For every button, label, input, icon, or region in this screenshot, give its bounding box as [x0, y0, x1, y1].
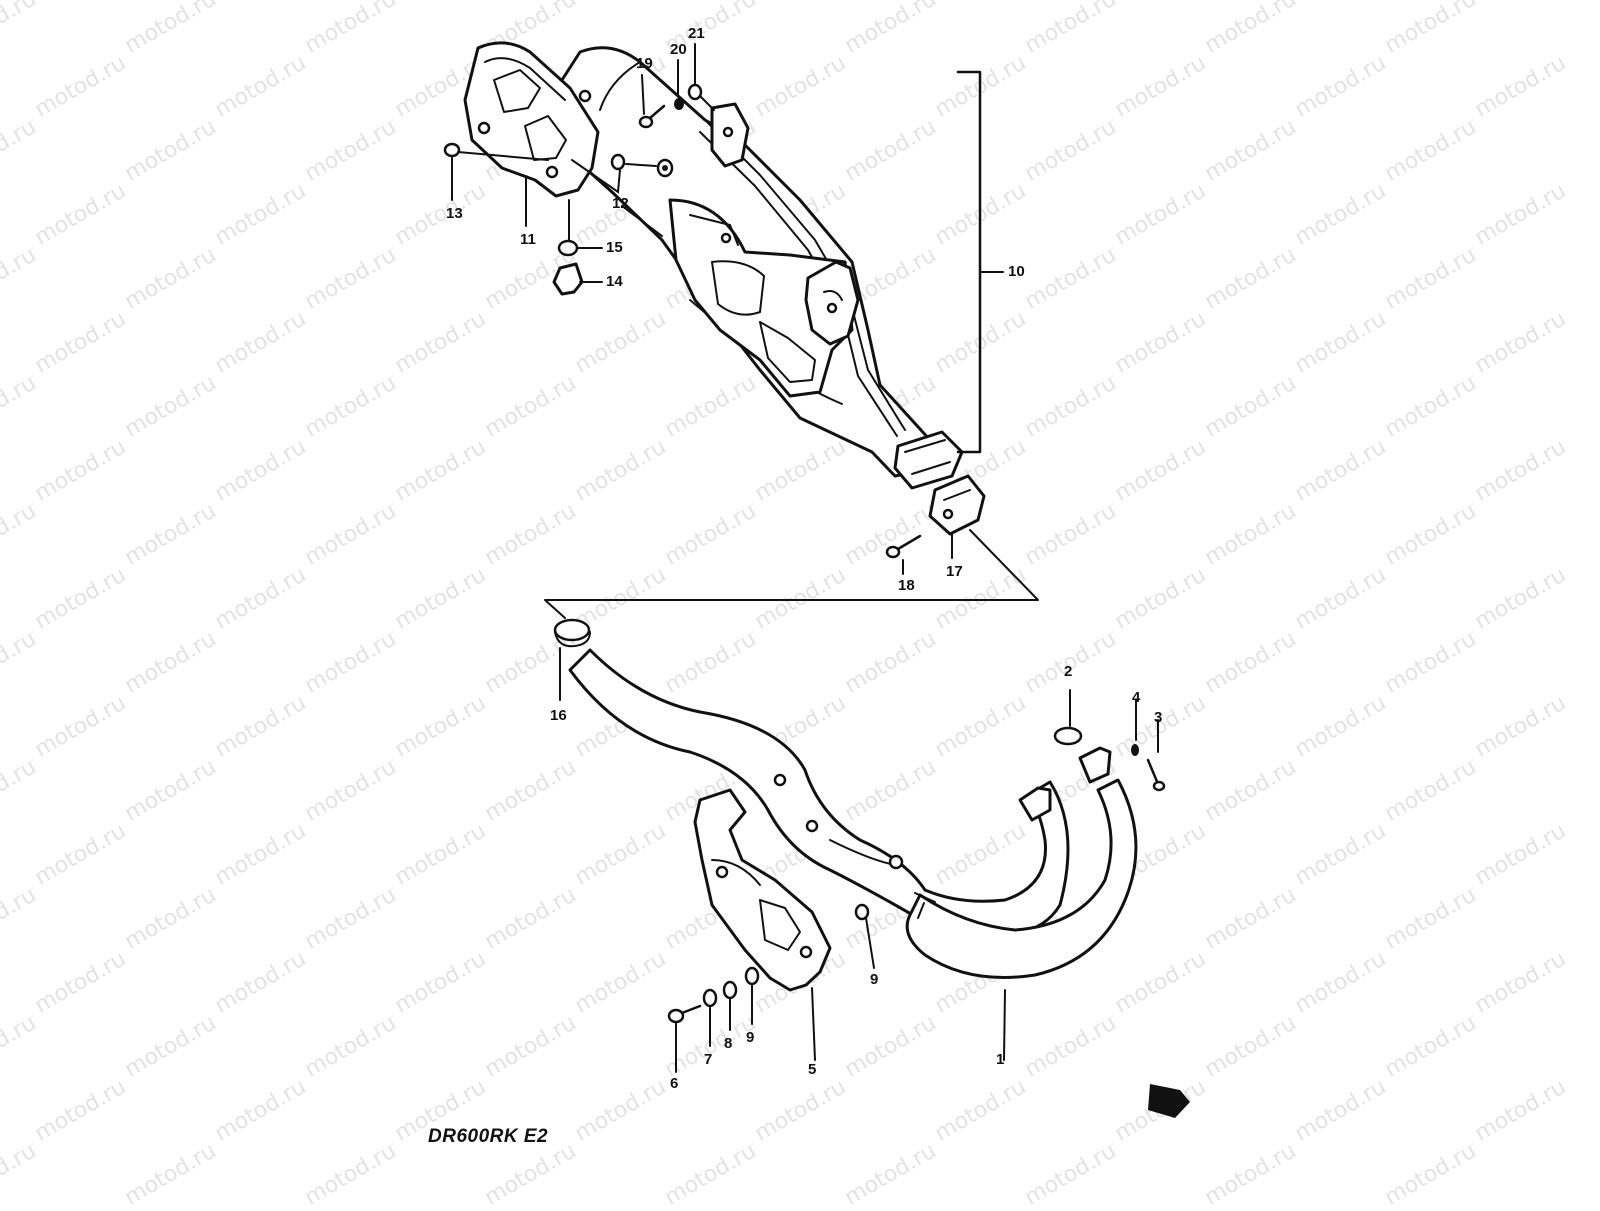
bolt-3 — [1146, 719, 1166, 792]
washer-7 — [702, 988, 718, 1047]
callout-16: 16 — [550, 707, 567, 724]
callout-14: 14 — [606, 273, 623, 290]
connection-line — [544, 529, 1039, 619]
pipe-inlet-collar-right — [1078, 746, 1112, 784]
pipe-inlet-collar-left — [1018, 786, 1052, 822]
callout-7: 7 — [704, 1051, 713, 1068]
washer-4 — [1131, 699, 1139, 756]
bolt-18 — [885, 534, 922, 559]
callout-19: 19 — [636, 55, 653, 72]
muffler-tail-outlet — [893, 430, 964, 490]
callout-9-upper: 9 — [870, 971, 879, 988]
callout-12: 12 — [612, 195, 629, 212]
callout-10: 10 — [1008, 263, 1025, 280]
callout-2: 2 — [1064, 663, 1073, 680]
nut-15 — [557, 239, 579, 257]
model-code-label: DR600RK E2 — [428, 1126, 549, 1147]
callout-18: 18 — [898, 577, 915, 594]
front-arrow-icon — [1148, 1084, 1190, 1118]
callout-17: 17 — [946, 563, 963, 580]
callout-13: 13 — [446, 205, 463, 222]
washer-12-a — [610, 153, 626, 171]
callout-20: 20 — [670, 41, 687, 58]
callout-11: 11 — [520, 231, 536, 248]
callout-9-lower: 9 — [746, 1029, 755, 1046]
heat-shield-5 — [693, 788, 832, 1061]
nut-9-upper — [854, 903, 875, 969]
washer-20 — [674, 98, 684, 110]
heat-shield-11 — [463, 41, 600, 198]
bolt-19 — [638, 104, 666, 129]
callout-4: 4 — [1132, 689, 1141, 706]
callout-5: 5 — [808, 1061, 817, 1078]
muffler-mount-bracket-top — [710, 102, 750, 168]
cap-nut-14 — [552, 262, 584, 296]
muffler-side-cover — [668, 198, 854, 398]
gasket-16 — [553, 618, 591, 701]
callout-15: 15 — [606, 239, 623, 256]
muffler-mount-bracket-rear — [804, 260, 860, 346]
nut-21 — [687, 83, 703, 101]
callout-6: 6 — [670, 1075, 679, 1092]
bolt-6 — [667, 1004, 702, 1073]
callout-21: 21 — [688, 25, 705, 42]
nut-12-b — [656, 158, 674, 178]
bolt-13 — [443, 142, 549, 161]
clamp-17 — [928, 474, 986, 536]
washer-8 — [722, 980, 738, 1031]
nut-9-lower — [744, 966, 760, 1025]
callout-3: 3 — [1154, 709, 1163, 726]
assembly-bracket-10 — [956, 70, 982, 454]
gasket-2 — [1053, 689, 1083, 746]
exhaust-pipe — [568, 648, 1138, 1061]
callout-1: 1 — [996, 1051, 1005, 1068]
callout-8: 8 — [724, 1035, 733, 1052]
